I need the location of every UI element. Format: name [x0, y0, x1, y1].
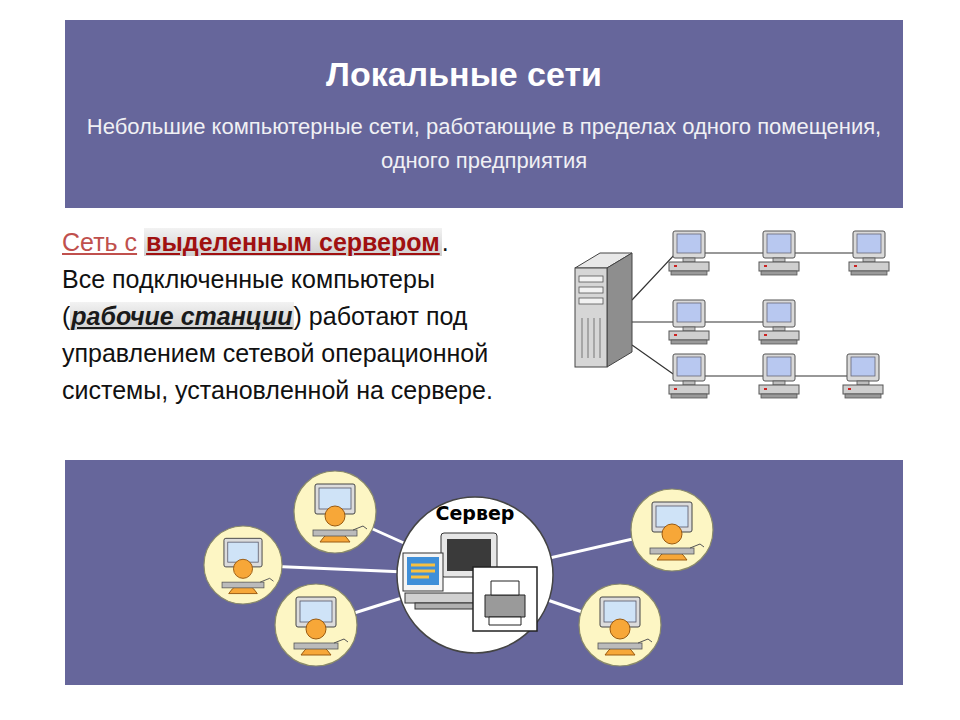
highlight-term: рабочие станции — [70, 302, 293, 330]
server-label: Сервер — [395, 495, 555, 525]
title-text: Локальные сети — [65, 52, 903, 96]
title-band: Локальные сетиНебольшие компьютерные сет… — [65, 20, 903, 208]
subtitle-text: Небольшие компьютерные сети, работающие … — [84, 110, 884, 178]
server-circle: Сервер — [395, 495, 555, 655]
heading-text: Сеть с — [62, 228, 137, 256]
workstations — [669, 231, 889, 398]
description-paragraph: Сеть свыделенным сервером.Все подключенн… — [62, 224, 552, 409]
lan-sketch — [632, 253, 858, 376]
body-text: Все подключенные компьютеры — [62, 265, 435, 293]
highlight-term: выделенным сервером — [144, 228, 442, 256]
title-band-ground — [65, 20, 903, 208]
punctuation: . — [442, 228, 449, 256]
server-tower — [575, 253, 632, 367]
network-band-ground — [65, 460, 903, 685]
client-stations — [204, 471, 713, 666]
